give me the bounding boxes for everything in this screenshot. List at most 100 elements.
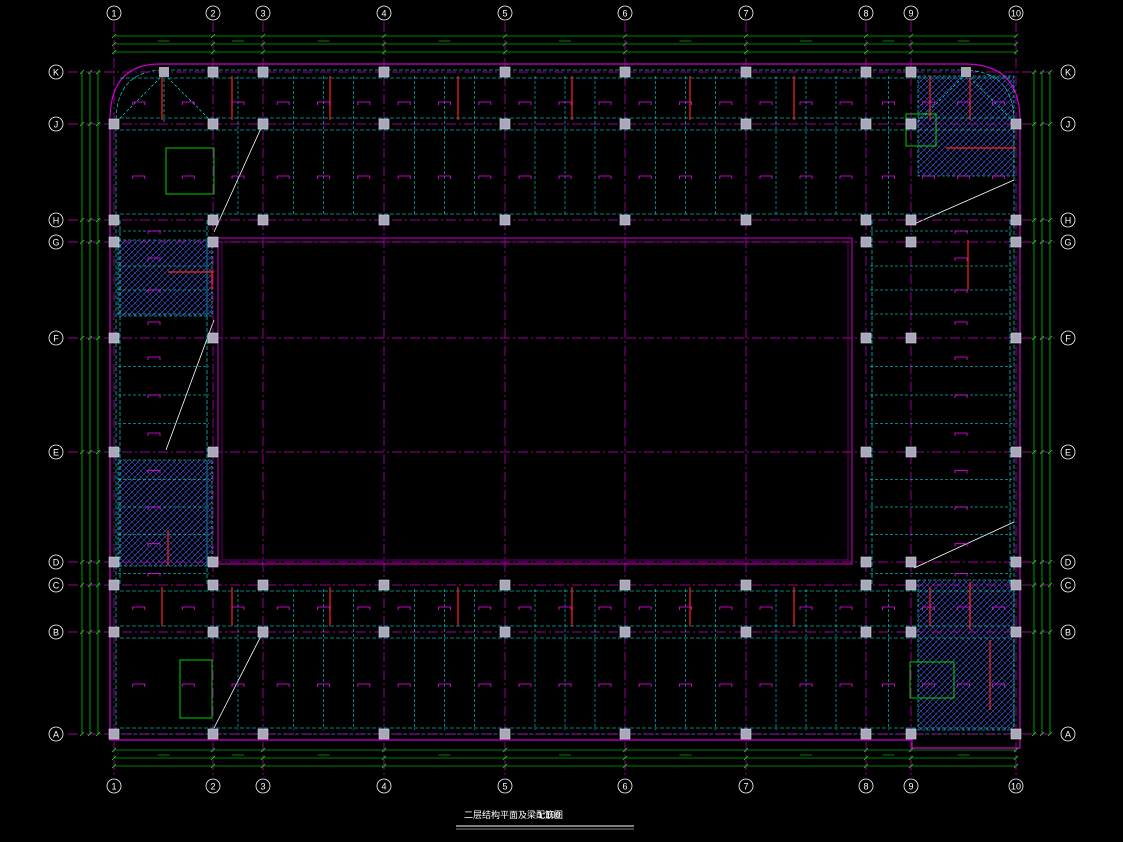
grid-bubble-bottom-2-circle — [205, 778, 221, 794]
rebar-bracket-5-0-1 — [638, 175, 652, 179]
grid-bubble-right-C: C — [1060, 577, 1076, 593]
rebar-bracket-1-0-3 — [231, 683, 245, 687]
dim-tick-row-G-3 — [1031, 239, 1037, 245]
grid-bubble-top-3-label: 3 — [260, 9, 265, 19]
rebar-bracket-5-0-2 — [638, 606, 652, 610]
column-9-C — [905, 579, 917, 591]
grid-bubble-right-B: B — [1060, 624, 1076, 640]
rebar-bracket-3-0-1 — [397, 175, 411, 179]
building-outer-edge-inner — [115, 69, 1015, 735]
rebar-bracket-6-1-1 — [799, 175, 813, 179]
rebar-bracket-8-0-2 — [922, 606, 935, 610]
column-9-E — [905, 446, 917, 458]
grid-bubble-right-H-label: H — [1065, 216, 1072, 226]
column-9-H — [905, 214, 917, 226]
dim-tick-row-J-2 — [95, 121, 101, 127]
dim-tick-col-4-4 — [381, 755, 387, 761]
dim-tick-col-7-2 — [743, 49, 749, 55]
grid-bubble-top-3: 3 — [255, 5, 271, 21]
grid-bubble-top-2-circle — [205, 5, 221, 21]
rebar-bracket-3-2-0 — [478, 101, 492, 105]
beam-lines — [118, 76, 1012, 730]
grid-bubble-top-6-circle — [617, 5, 633, 21]
dim-tick-row-F-2 — [95, 335, 101, 341]
grid-bubble-bottom-4: 4 — [376, 778, 392, 794]
corner-nw-fan — [115, 73, 213, 124]
rebar-bracket-6-1-0 — [799, 101, 813, 105]
column-9-D — [905, 556, 917, 568]
grid-bubble-right-C-circle — [1060, 577, 1076, 593]
rebar-bracket-side-3-2-0 — [147, 321, 161, 325]
slab-hatch-w-bottom — [117, 459, 213, 567]
grid-bubble-right-K-label: K — [1065, 68, 1071, 78]
grid-bubble-top-5: 5 — [497, 5, 513, 21]
grid-bubble-left-C-circle — [48, 577, 64, 593]
columns — [108, 66, 1022, 740]
stair-line-e — [913, 521, 1015, 569]
rebar-bracket-side-5-0-1 — [954, 469, 968, 474]
rebar-bracket-8-2-2 — [992, 606, 1005, 610]
drawing-title: 二层结构平面及梁配筋图 — [464, 809, 563, 820]
grid-bubble-bottom-10: 10 — [1008, 778, 1024, 794]
rebar-bracket-4-0-0 — [518, 101, 532, 105]
rebar-bracket-0-0-2 — [132, 606, 146, 610]
grid-bubble-bottom-1-label: 1 — [111, 782, 116, 792]
grid-bubble-bottom-6-circle — [617, 778, 633, 794]
grid-bubble-bottom-3: 3 — [255, 778, 271, 794]
rebar-bracket-0-0-0 — [132, 101, 146, 105]
dim-tick-row-F-3 — [1031, 335, 1037, 341]
grid-bubble-bottom-1-circle — [106, 778, 122, 794]
rebar-bracket-side-3-0-1 — [954, 257, 968, 261]
dim-tick-col-2-4 — [210, 755, 216, 761]
grid-bubble-left-J-label: J — [54, 120, 59, 130]
rebar-bracket-side-6-0-0 — [147, 573, 161, 577]
rebar-bracket-6-0-3 — [759, 683, 773, 687]
rebar-bracket-4-2-0 — [598, 101, 612, 105]
column-2-K — [207, 66, 219, 78]
rebar-bracket-0-0-1 — [132, 175, 146, 179]
courtyard-inner-outline — [221, 241, 849, 561]
rebar-bracket-5-2-3 — [719, 683, 733, 687]
column-6-B — [619, 626, 631, 638]
dim-tick-row-J-3 — [1031, 121, 1037, 127]
column-1-B — [108, 626, 120, 638]
dim-tick-row-K-3 — [1031, 69, 1037, 75]
rebar-bracket-5-1-2 — [679, 606, 692, 610]
rebar-bracket-5-2-2 — [719, 606, 733, 610]
rebar-bracket-1-0-1 — [231, 175, 245, 179]
rebar-bracket-4-1-0 — [558, 101, 572, 105]
grid-bubble-left-G-circle — [48, 234, 64, 250]
grid-bubble-top-5-label: 5 — [502, 9, 507, 19]
column-5-B — [499, 626, 511, 638]
rebar-bracket-side-5-1-1 — [954, 506, 968, 510]
grid-bubble-bottom-7: 7 — [738, 778, 754, 794]
grid-bubble-left-J: J — [48, 116, 64, 132]
rebar-bracket-side-4-0-0 — [147, 356, 161, 360]
rebar-bracket-2-2-0 — [357, 101, 371, 105]
column-1-D — [108, 556, 120, 568]
column-corner-nw — [159, 67, 169, 77]
rebar-bracket-side-5-2-0 — [147, 543, 161, 547]
dim-tick-row-B-2 — [95, 629, 101, 635]
column-2-B — [207, 626, 219, 638]
grid-bubble-bottom-8-circle — [858, 778, 874, 794]
grid-bubble-left-A-circle — [48, 726, 64, 742]
grid-bubble-left-E-label: E — [53, 448, 59, 458]
column-9-A — [905, 728, 917, 740]
grid-bubble-top-4-label: 4 — [381, 9, 386, 19]
rebar-bracket-4-1-2 — [558, 606, 572, 610]
grid-bubble-bottom-1: 1 — [106, 778, 122, 794]
column-1-F — [108, 332, 120, 344]
rebar-bracket-5-1-3 — [679, 683, 692, 687]
dim-tick-col-2-2 — [210, 49, 216, 55]
column-8-D — [860, 556, 872, 568]
column-10-F — [1010, 332, 1022, 344]
grid-bubble-bottom-9-label: 9 — [908, 782, 913, 792]
dim-tick-row-H-3 — [1031, 217, 1037, 223]
rebar-bracket-3-1-0 — [438, 101, 451, 105]
column-8-F — [860, 332, 872, 344]
column-1-A — [108, 728, 120, 740]
column-10-E — [1010, 446, 1022, 458]
rebar-bracket-4-2-3 — [598, 683, 612, 687]
rebar-bracket-side-4-2-1 — [954, 432, 968, 436]
